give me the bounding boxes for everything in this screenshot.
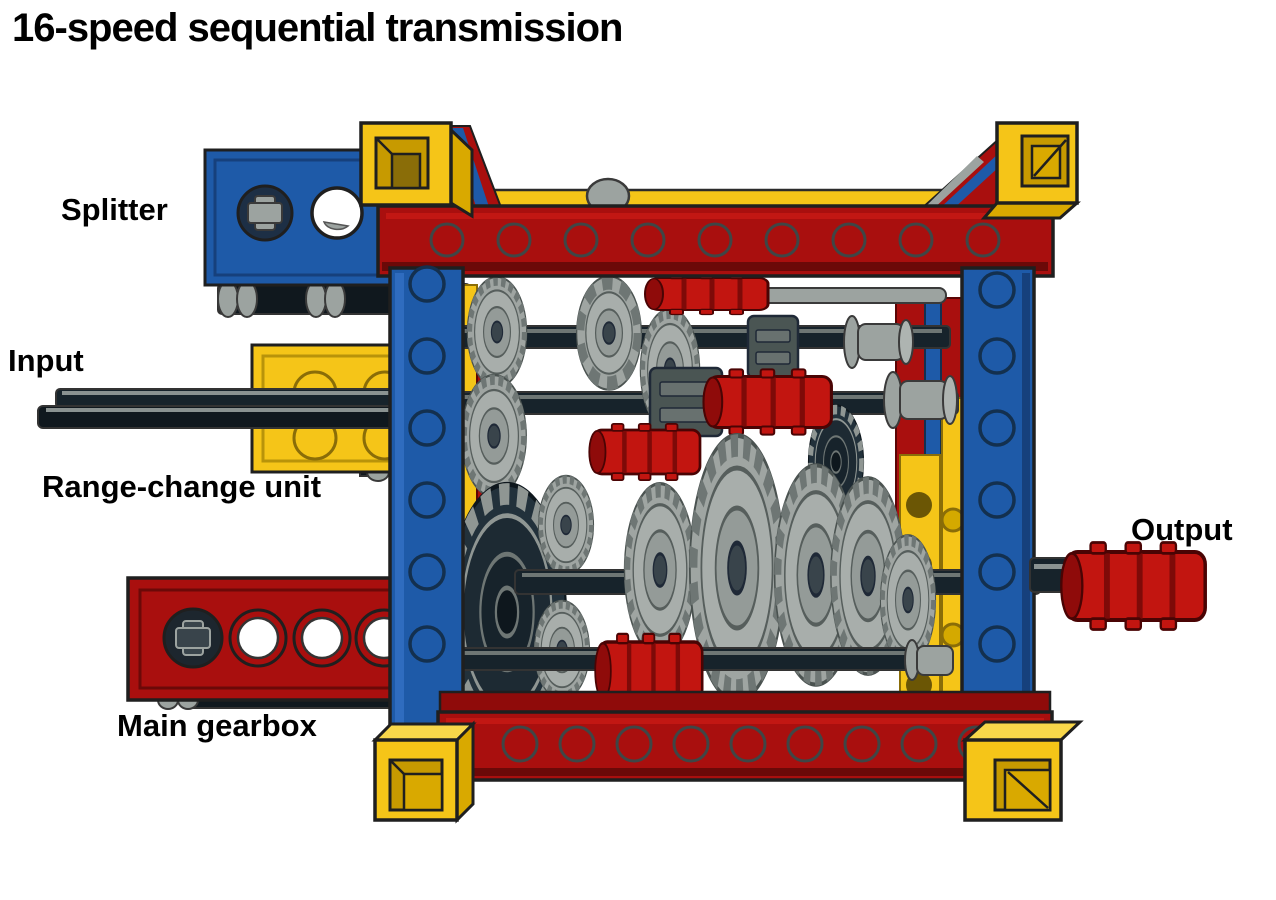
main-gearbox-assembly bbox=[126, 576, 451, 710]
bottom-beam bbox=[436, 690, 1054, 782]
axle-bush bbox=[883, 371, 958, 429]
upper-gray-shaft bbox=[739, 287, 947, 304]
corner-cube-bottom-right bbox=[961, 720, 1084, 822]
pin-hole bbox=[310, 186, 364, 240]
gear bbox=[538, 476, 593, 575]
corner-cube-top-right bbox=[980, 121, 1081, 220]
gear bbox=[577, 276, 642, 389]
red-driving-ring bbox=[589, 424, 700, 480]
red-driving-ring bbox=[703, 369, 831, 434]
input-axle bbox=[37, 388, 455, 429]
corner-cube-bottom-left bbox=[371, 720, 477, 824]
right-vertical-beam bbox=[960, 266, 1036, 764]
label-splitter: Splitter bbox=[61, 192, 168, 227]
label-range-change-unit: Range-change unit bbox=[42, 469, 322, 504]
label-input: Input bbox=[8, 343, 84, 378]
red-driving-ring bbox=[645, 274, 768, 315]
corner-wedge-right bbox=[917, 135, 1001, 211]
output-assembly bbox=[1029, 542, 1205, 629]
top-beam bbox=[376, 204, 1055, 278]
axle-bush bbox=[904, 639, 954, 681]
gear bbox=[467, 277, 526, 387]
inner-wall-right bbox=[895, 297, 966, 746]
axle-bush bbox=[843, 315, 914, 369]
gear bbox=[462, 375, 527, 497]
gear-cluster bbox=[445, 274, 1041, 740]
diagram-title: 16-speed sequential transmission bbox=[12, 6, 623, 50]
left-vertical-beam bbox=[388, 265, 465, 764]
label-output: Output bbox=[1131, 512, 1233, 547]
output-red-sleeve bbox=[1061, 542, 1205, 629]
frame bbox=[359, 121, 1084, 824]
gear bbox=[624, 484, 695, 657]
shift-collar bbox=[648, 366, 724, 438]
corner-cube-top-left bbox=[359, 121, 474, 219]
label-main-gearbox: Main gearbox bbox=[117, 708, 317, 743]
